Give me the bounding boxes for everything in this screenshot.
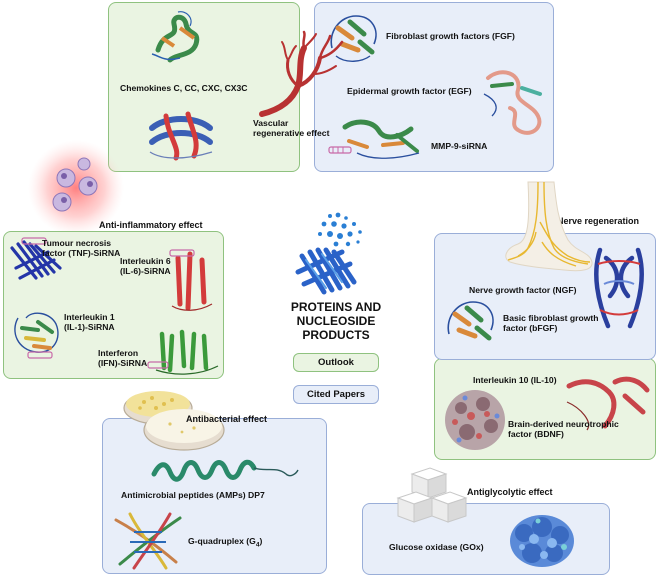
center-title-line1: PROTEINS AND: [290, 300, 382, 314]
il10-protein-icon: [566, 376, 650, 431]
g4-label: G-quadruplex (G4): [188, 536, 262, 550]
protein-nanoparticle-icon: [295, 212, 362, 295]
bdnf-label: Brain-derived neurotrophic factor (BDNF): [508, 419, 619, 440]
antiglycolytic-header: Antiglycolytic effect: [467, 487, 553, 497]
chemokines-panel: [108, 2, 300, 172]
antibacterial-header: Antibacterial effect: [186, 414, 268, 424]
il1-protein-icon: [14, 312, 59, 359]
center-title-line3: PRODUCTS: [302, 328, 370, 343]
amp-label: Antimicrobial peptides (AMPs) DP7: [121, 490, 265, 500]
bdnf-line1: Brain-derived neurotrophic: [508, 419, 619, 429]
il6-line2: (IL-6)-SiRNA: [120, 266, 171, 277]
gox-enzyme-icon: [510, 515, 574, 567]
ifn-line1: Interferon: [98, 348, 139, 358]
nerve-header: Nerve regeneration: [557, 216, 640, 226]
vascular-effect-line2: regenerative effect: [253, 128, 330, 139]
chemokines-label: Chemokines C, CC, CXC, CX3C: [120, 83, 248, 93]
mmp-sirna-protein-icon: [328, 119, 420, 159]
egf-protein-icon: [483, 70, 542, 135]
tnf-label: Tumour necrosis factor (TNF)-SiRNA: [42, 238, 120, 259]
blood-vessel-icon: [259, 30, 344, 117]
chemokine-protein-icon: [151, 11, 200, 63]
ngf-protein-icon: [594, 247, 644, 329]
il10-label: Interleukin 10 (IL-10): [473, 375, 557, 385]
center-title-line2: NUCLEOSIDE: [296, 314, 376, 329]
il6-protein-icon: [169, 249, 213, 311]
sugar-cubes-icon: [396, 467, 468, 523]
inflammation-cells-icon: [28, 140, 124, 236]
bfgf-line2: factor (bFGF): [503, 323, 558, 334]
g4-text: G-quadruplex (G: [188, 536, 256, 546]
tnf-line1: Tumour necrosis: [42, 238, 112, 248]
foot-nerves-icon: [505, 181, 593, 272]
tnf-protein-icon: [10, 237, 62, 280]
g4-subscript: 4: [255, 541, 260, 549]
bfgf-label: Basic fibroblast growth factor (bFGF): [503, 313, 599, 334]
mmp-label: MMP-9-siRNA: [431, 141, 488, 151]
ifn-protein-icon: [147, 329, 219, 375]
vascular-effect-label: Vascular regenerative effect: [253, 118, 329, 139]
bfgf-protein-icon: [447, 301, 494, 341]
vascular-effect-line1: Vascular: [253, 118, 289, 128]
ifn-label: Interferon (IFN)-SiRNA: [98, 348, 147, 369]
bfgf-line1: Basic fibroblast growth: [503, 313, 599, 323]
fgf-protein-icon: [330, 15, 377, 62]
il1-line2: (IL-1)-SiRNA: [64, 322, 115, 333]
chemokine-dimer-icon: [149, 111, 213, 161]
il1-line1: Interleukin 1: [64, 312, 115, 322]
il6-line1: Interleukin 6: [120, 256, 171, 266]
outlook-button[interactable]: Outlook: [293, 353, 379, 372]
bdnf-line2: factor (BDNF): [508, 429, 564, 440]
center-title: PROTEINS AND NUCLEOSIDE PRODUCTS: [286, 300, 386, 342]
petri-dish-icon: [123, 391, 225, 451]
il1-label: Interleukin 1 (IL-1)-SiRNA: [64, 312, 115, 333]
tnf-line2: factor (TNF)-SiRNA: [42, 248, 121, 259]
anti-inflammatory-header: Anti-inflammatory effect: [99, 220, 203, 230]
g4-close: ): [259, 536, 263, 546]
ifn-line2: (IFN)-SiRNA: [98, 358, 148, 369]
ngf-label: Nerve growth factor (NGF): [469, 285, 577, 295]
il6-label: Interleukin 6 (IL-6)-SiRNA: [120, 256, 171, 277]
gox-label: Glucose oxidase (GOx): [389, 542, 484, 552]
egf-label: Epidermal growth factor (EGF): [347, 86, 472, 96]
amp-helix-icon: [151, 459, 299, 482]
cited-papers-button[interactable]: Cited Papers: [293, 385, 379, 404]
fgf-label: Fibroblast growth factors (FGF): [386, 31, 515, 41]
bdnf-protein-icon: [445, 390, 505, 450]
g-quadruplex-icon: [114, 512, 182, 570]
